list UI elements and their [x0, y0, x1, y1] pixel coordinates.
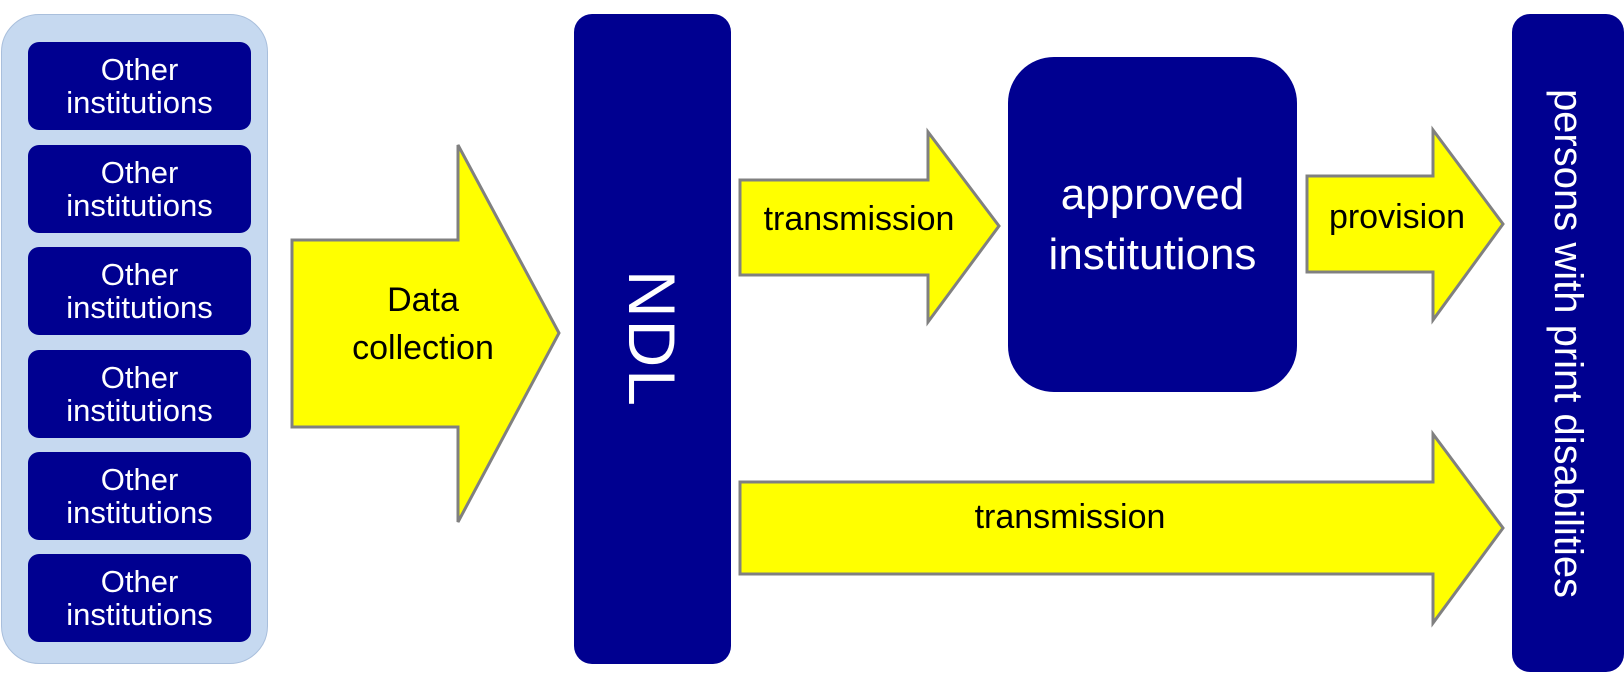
approved-label-line2: institutions [1048, 229, 1257, 279]
other-institution-label-line2: institutions [66, 495, 213, 530]
data-collection-label-line2: collection [352, 329, 494, 367]
ndl-box: NDL [574, 14, 731, 664]
other-institution-label-line1: Other [100, 155, 179, 190]
transmission-arrow-top [738, 127, 1001, 327]
ndl-label: NDL [615, 269, 690, 409]
other-institution-label-line2: institutions [66, 85, 213, 120]
other-institution-label-line2: institutions [66, 393, 213, 428]
other-institution-label-line1: Other [100, 52, 179, 87]
other-institution-label-line1: Other [100, 257, 179, 292]
other-institution-box: Other institutions [28, 247, 251, 335]
approved-institutions-box: approved institutions [1008, 57, 1297, 392]
persons-with-print-disabilities-box: persons with print disabilities [1512, 14, 1624, 672]
transmission-arrow-bottom [738, 429, 1505, 628]
other-institution-box: Other institutions [28, 42, 251, 130]
transmission-label-bottom: transmission [974, 498, 1166, 536]
provision-label: provision [1328, 198, 1466, 236]
persons-label: persons with print disabilities [1546, 88, 1591, 598]
other-institution-label-line1: Other [100, 564, 179, 599]
provision-arrow [1305, 125, 1505, 325]
other-institution-box: Other institutions [28, 554, 251, 642]
other-institution-label-line2: institutions [66, 188, 213, 223]
other-institution-box: Other institutions [28, 145, 251, 233]
data-collection-label-line1: Data [387, 281, 459, 319]
other-institution-box: Other institutions [28, 452, 251, 540]
other-institution-label-line1: Other [100, 462, 179, 497]
data-collection-label: Data collection [338, 276, 508, 372]
other-institution-label-line1: Other [100, 360, 179, 395]
approved-label-line1: approved [1060, 169, 1245, 219]
other-institution-box: Other institutions [28, 350, 251, 438]
transmission-label-top: transmission [763, 200, 955, 238]
other-institution-label-line2: institutions [66, 290, 213, 325]
other-institution-label-line2: institutions [66, 597, 213, 632]
data-collection-arrow [290, 144, 561, 523]
